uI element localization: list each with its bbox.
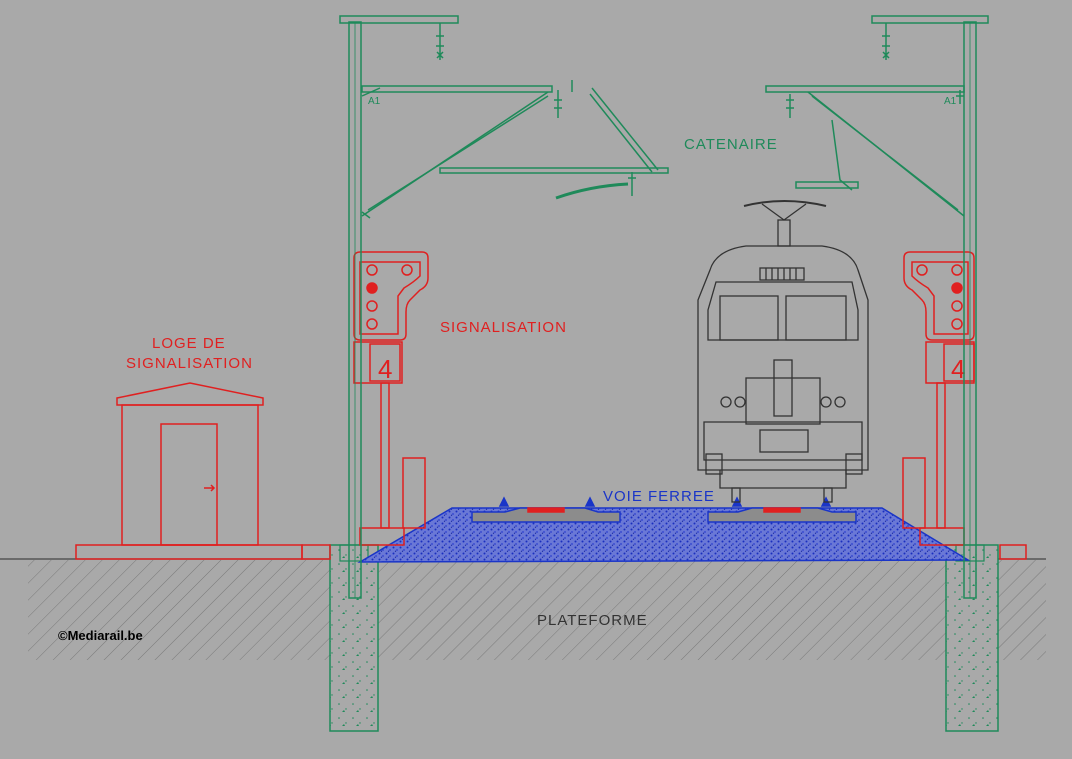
right-signal-lamp-lit [951, 282, 963, 294]
signal-box-label-line2: SIGNALISATION [126, 355, 253, 372]
headlight-right-1 [820, 396, 832, 408]
left-catenary-mast [339, 15, 669, 599]
right-steady-arm [795, 181, 859, 189]
left-signal-number: 4 [378, 354, 392, 384]
catenary-label: CATENAIRE [684, 136, 778, 153]
wheel-left [731, 487, 741, 503]
wheel-right [823, 487, 833, 503]
rail-pad-left [527, 507, 565, 513]
pantograph-mast [777, 219, 791, 247]
right-catenary-mast [765, 15, 989, 599]
bogie-right [845, 453, 863, 475]
sleeper-right [707, 507, 857, 523]
right-signal-lamp-1 [916, 264, 928, 276]
left-signal-cabinet [402, 457, 426, 529]
right-signal-head [903, 251, 975, 341]
right-signal-lamp-4 [951, 318, 963, 330]
left-steady-arm [439, 167, 669, 174]
signal-box-label-line1: LOGE DE [152, 335, 226, 352]
roof-grille [759, 267, 805, 281]
left-signal-lamp-lit [366, 282, 378, 294]
windshield-frame [707, 281, 859, 341]
left-signal-number-panel [353, 341, 403, 384]
headlight-left-1 [720, 396, 732, 408]
windshield-right [785, 295, 847, 341]
pantograph-head [743, 200, 827, 207]
right-signal-cabinet [902, 457, 926, 529]
right-foot-block [999, 544, 1027, 560]
left-signal-post [380, 382, 390, 529]
right-mast-foundation [945, 544, 999, 732]
locomotive [697, 200, 869, 503]
sleeper-left [471, 507, 621, 523]
signal-box-house [75, 382, 331, 560]
ground-platform [0, 558, 1046, 660]
right-signal-number: 4 [951, 354, 965, 384]
platform-label: PLATEFORME [537, 612, 648, 629]
signalling-label: SIGNALISATION [440, 319, 567, 336]
left-signal [353, 251, 429, 546]
rail-pad-right [763, 507, 801, 513]
track-left [471, 496, 621, 523]
ground-hatch [28, 560, 1046, 660]
right-signal-lamp-2 [951, 264, 963, 276]
right-signal-lamp-3 [951, 300, 963, 312]
bogie-left [705, 453, 723, 475]
right-mast-top-beam [871, 15, 989, 24]
front-panel [745, 377, 821, 425]
right-mast-tag: A1 [944, 96, 957, 107]
headlight-right-2 [834, 396, 846, 408]
left-stay-arm [361, 91, 549, 217]
windshield-left [719, 295, 779, 341]
left-registration-arm [361, 85, 553, 93]
coupling-pole [773, 359, 793, 417]
left-signal-lamp-1 [366, 264, 378, 276]
buffer-beam [703, 421, 863, 461]
track-label: VOIE FERREE [603, 488, 715, 505]
left-signal-head [353, 251, 429, 341]
house-roof [116, 382, 264, 406]
right-signal [902, 251, 975, 546]
coupler [759, 429, 809, 453]
left-mast-foundation [329, 544, 379, 732]
left-signal-lamp-4 [366, 318, 378, 330]
ballast-bed [357, 507, 971, 563]
locomotive-body [697, 245, 869, 471]
left-mast-top-beam [339, 15, 459, 24]
right-signal-number-panel [925, 341, 975, 384]
left-signal-lamp-3 [366, 300, 378, 312]
left-signal-lamp-2 [401, 264, 413, 276]
house-door [160, 423, 218, 546]
right-signal-post [936, 382, 946, 529]
left-mast-tag: A1 [368, 96, 381, 107]
right-registration-arm [765, 85, 965, 93]
house-base [75, 544, 303, 560]
copyright-text: ©Mediarail.be [58, 628, 143, 643]
headlight-left-2 [734, 396, 746, 408]
house-wall [121, 404, 259, 546]
